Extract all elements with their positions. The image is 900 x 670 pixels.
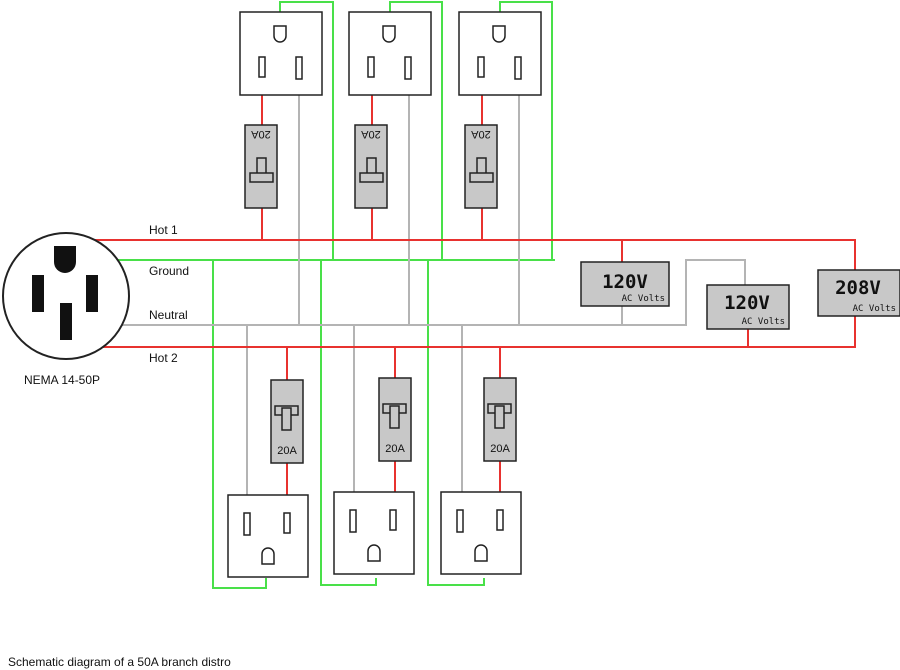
meter-1: 120V AC Volts (580, 261, 670, 307)
voltmeter-icon (580, 261, 670, 307)
slot-icon (243, 512, 251, 536)
slot-icon (349, 509, 357, 533)
breaker-bottom-3: 20A (483, 377, 517, 462)
slot-icon (404, 56, 412, 80)
nema-5-20-outlet-icon (458, 11, 542, 96)
hot1-prong-icon (86, 275, 98, 312)
ground-bottom-3 (427, 260, 485, 586)
breaker-toggle-icon (359, 172, 384, 183)
breaker-toggle-icon (469, 172, 494, 183)
neutral-bus (68, 259, 746, 326)
nema-5-20-outlet-icon (348, 11, 432, 96)
outlet-top-2 (348, 11, 432, 96)
breaker-top-1: 20A (244, 124, 278, 209)
breaker-rating: 20A (361, 128, 381, 140)
breaker-rating: 20A (385, 443, 405, 455)
ground-top-2 (389, 1, 443, 260)
breaker-rating: 20A (490, 443, 510, 455)
slot-icon (283, 512, 291, 534)
neutral-label: Neutral (149, 308, 188, 322)
breaker-top-3: 20A (464, 124, 498, 209)
ground-hole-icon (474, 544, 488, 562)
outlet-bottom-1 (227, 494, 309, 578)
ground-label: Ground (149, 264, 189, 278)
ground-hole-icon (273, 25, 287, 43)
nema-14-50p-plug (2, 232, 130, 360)
circuit-breaker-icon (483, 377, 517, 462)
hot2-prong-icon (32, 275, 44, 312)
plug-label: NEMA 14-50P (24, 373, 100, 387)
breaker-rating: 20A (471, 128, 491, 140)
ground-top-3 (499, 1, 553, 260)
meter-unit: AC Volts (853, 304, 896, 314)
meter-3: 208V AC Volts (817, 269, 900, 317)
outlet-bottom-3 (440, 491, 522, 575)
breaker-handle-icon (389, 405, 400, 429)
caption: Schematic diagram of a 50A branch distro (8, 655, 231, 669)
neutral-wires (68, 95, 746, 495)
slot-icon (389, 509, 397, 531)
ground-hole-icon (492, 25, 506, 43)
breaker-rating: 20A (251, 128, 271, 140)
slot-icon (367, 56, 375, 78)
breaker-bottom-1: 20A (270, 379, 304, 464)
voltmeter-icon (706, 284, 790, 330)
ground-hole-icon (382, 25, 396, 43)
circuit-breaker-icon (354, 124, 388, 209)
outlet-bottom-2 (333, 491, 415, 575)
meter-value: 120V (724, 292, 770, 314)
nema-5-20-outlet-icon (239, 11, 323, 96)
slot-icon (456, 509, 464, 533)
breaker-toggle-icon (249, 172, 274, 183)
neutral-prong-icon (60, 303, 72, 340)
outlet-top-3 (458, 11, 542, 96)
ground-top-1 (279, 1, 334, 260)
breaker-handle-icon (494, 405, 505, 429)
ground-bottom-1 (212, 260, 267, 589)
nema-14-50p-plug-icon (2, 232, 130, 360)
slot-icon (496, 509, 504, 531)
meter-2: 120V AC Volts (706, 284, 790, 330)
slot-icon (477, 56, 485, 78)
breaker-handle-icon (281, 407, 292, 431)
breaker-bottom-2: 20A (378, 377, 412, 462)
slot-icon (295, 56, 303, 80)
ground-prong-icon (54, 246, 76, 273)
ground-bottom-2 (320, 260, 377, 586)
ground-hole-icon (261, 547, 275, 565)
ground-wires (91, 1, 555, 589)
meter-value: 208V (835, 277, 881, 299)
outlet-top-1 (239, 11, 323, 96)
hot1-bus (91, 239, 856, 275)
slot-icon (258, 56, 266, 78)
meter-unit: AC Volts (622, 294, 665, 304)
hot2-label: Hot 2 (149, 351, 178, 365)
breaker-top-2: 20A (354, 124, 388, 209)
meter-value: 120V (602, 271, 648, 293)
meter-unit: AC Volts (742, 317, 785, 327)
slot-icon (514, 56, 522, 80)
voltmeter-icon (817, 269, 900, 317)
hot1-label: Hot 1 (149, 223, 178, 237)
ground-hole-icon (367, 544, 381, 562)
breaker-rating: 20A (277, 445, 297, 457)
